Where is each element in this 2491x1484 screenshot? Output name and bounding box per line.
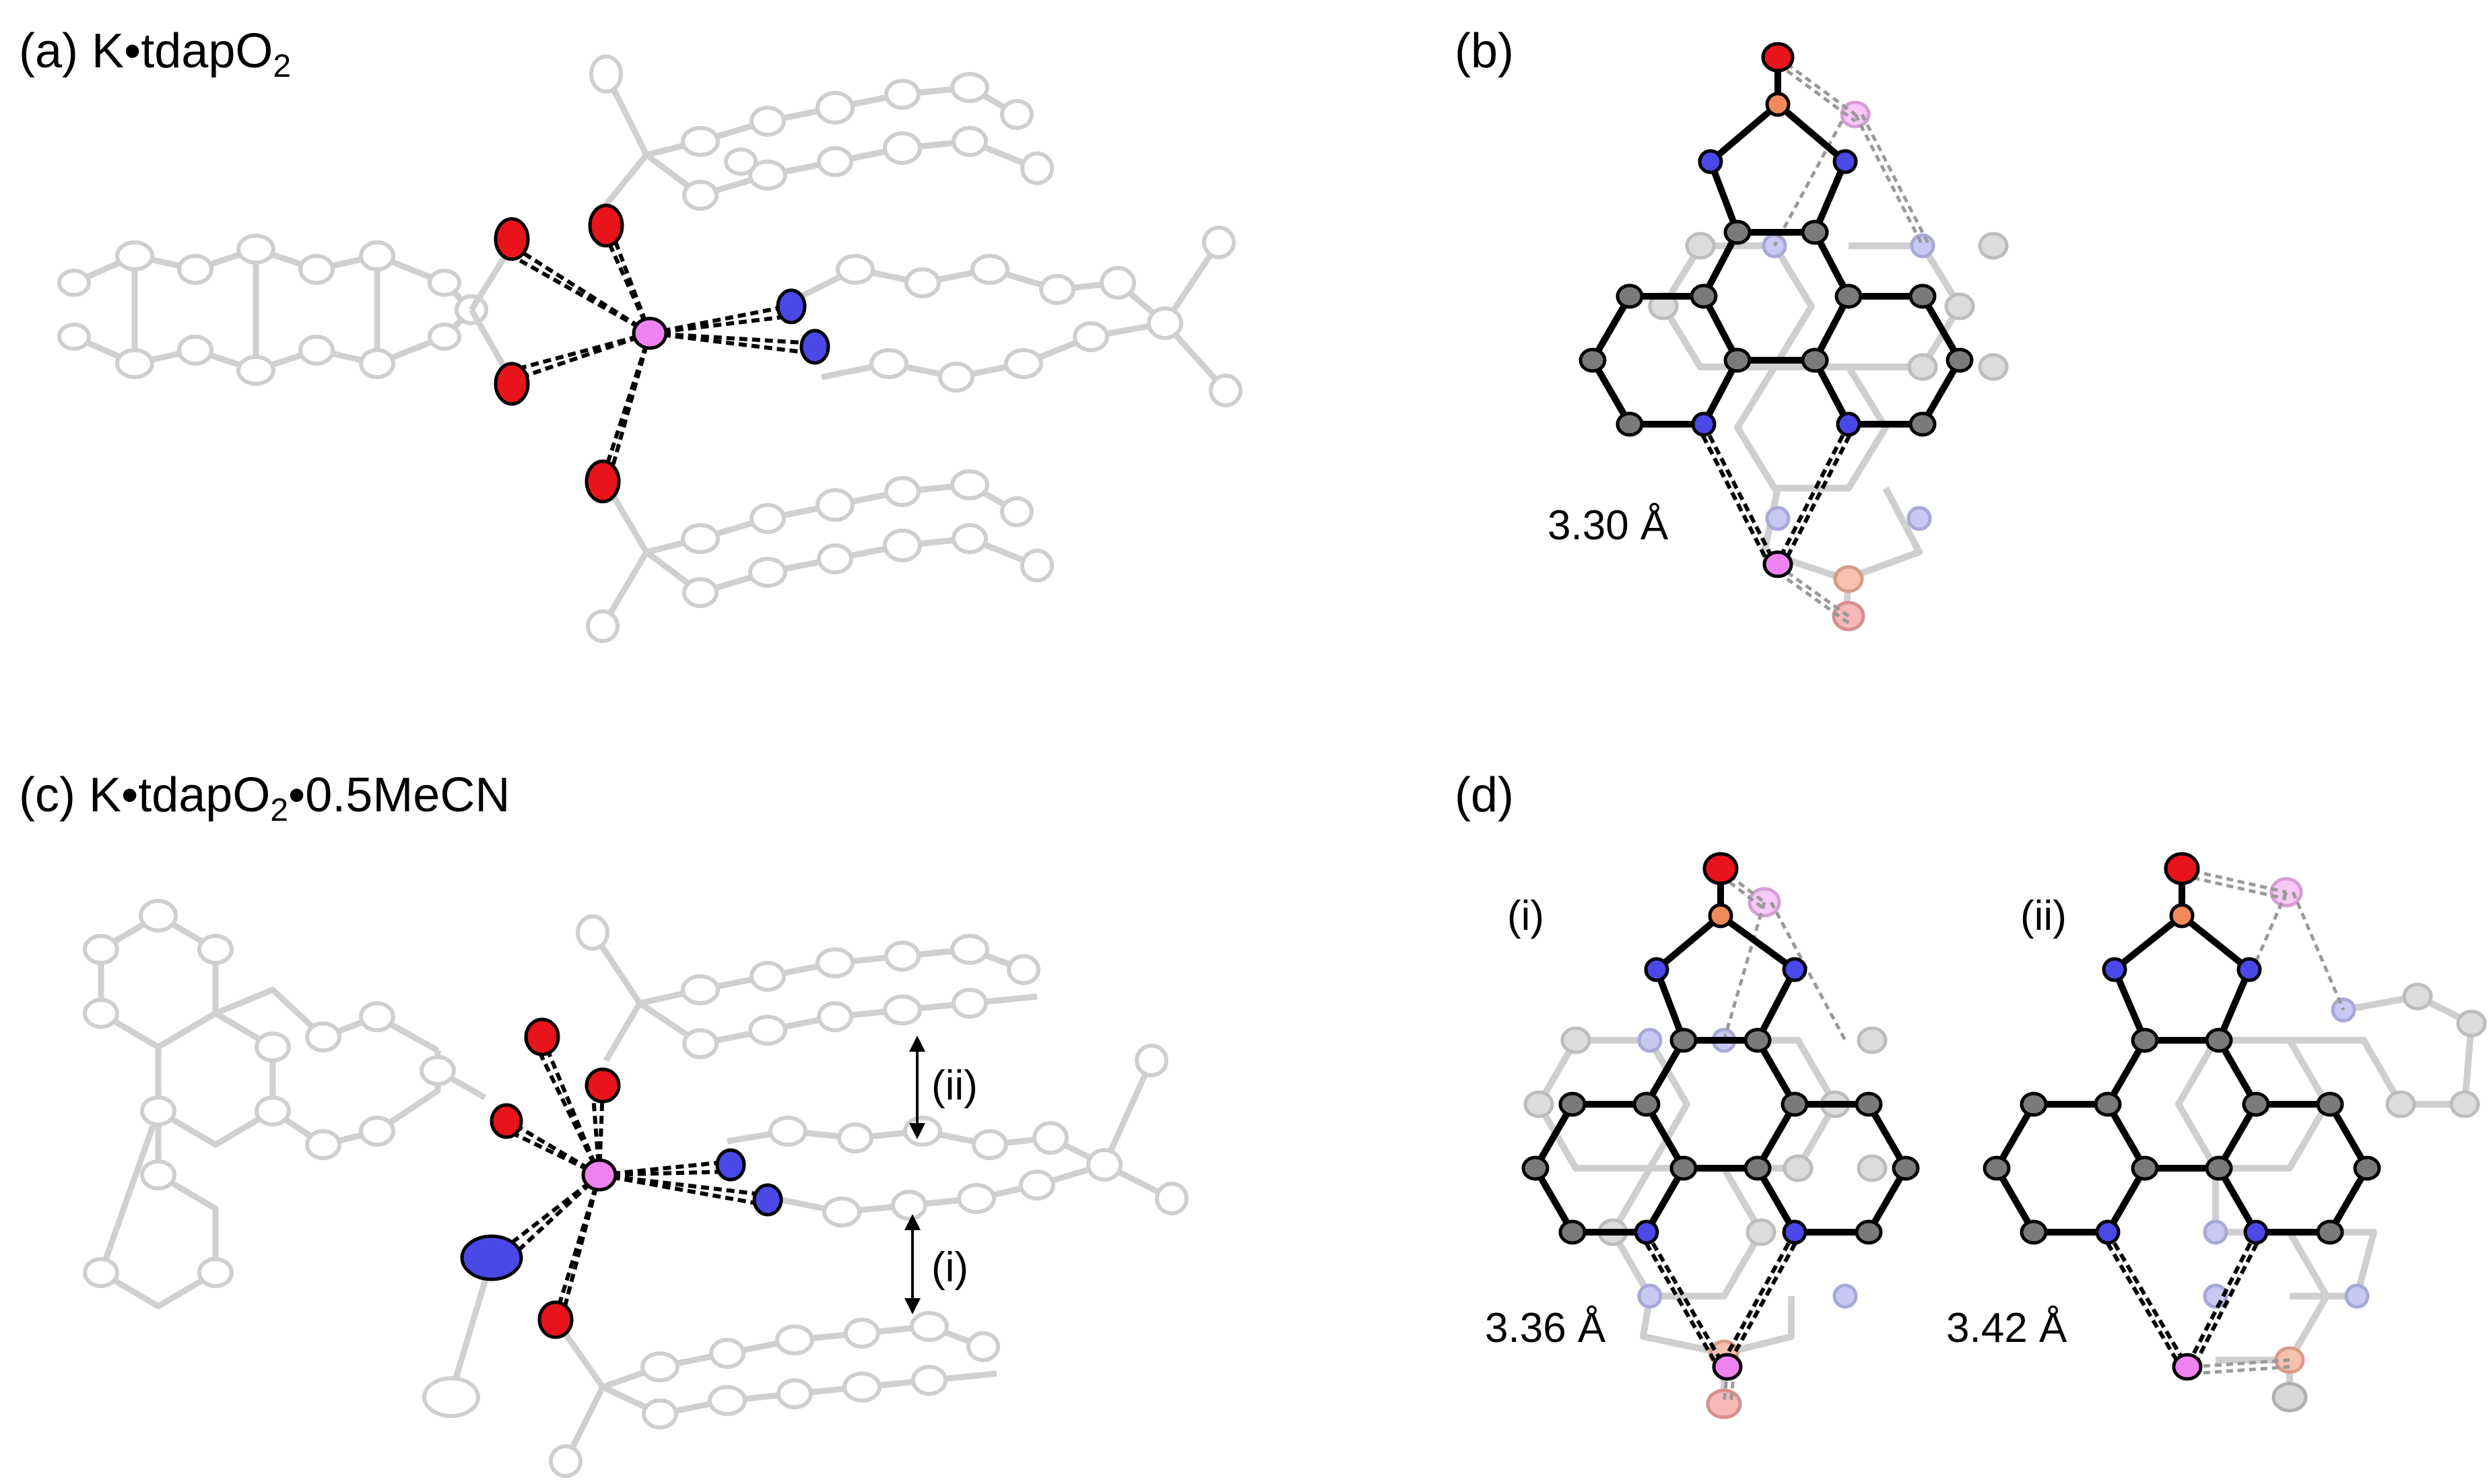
panel-d-ii-nitrogen-atom: [2236, 957, 2262, 982]
panel-d-ii-coordination-bonds: [2099, 1231, 2265, 1365]
panel-b-potassium-atom: [1762, 550, 1793, 578]
panel-d-i-back-layer: [1523, 887, 1888, 1419]
panel-b-carbon-atoms: [1579, 220, 1974, 437]
panel-d-sub-i: (i): [1507, 893, 1545, 939]
panel-d-i-contacts-faded: [1719, 867, 1847, 1405]
panel-b-atoms: [1579, 42, 1974, 578]
panel-c-arrow-label-ii: (ii): [931, 1063, 978, 1109]
panel-d-ii-nitrogen-atom: [2095, 1219, 2121, 1245]
panel-a-label-text: (a) K•tdapO: [19, 24, 273, 78]
panel-d-sub-ii: (ii): [2020, 893, 2067, 939]
panel-d-ii-nitrogen-atom: [2243, 1219, 2269, 1245]
panel-d-distance-ii: 3.42 Å: [1946, 1305, 2067, 1351]
panel-d-i-oxygen-atom: [1702, 852, 1739, 885]
panel-d-distance-i: 3.36 Å: [1485, 1305, 1606, 1351]
panel-d-i-carbon-atoms: [1521, 1027, 1920, 1245]
panel-c-label-suffix: •0.5MeCN: [288, 768, 510, 822]
panel-a-middle-ligand: [786, 226, 1242, 407]
panel-b-nitrogen-atom: [1698, 149, 1723, 174]
panel-a-left-ligand: [57, 234, 514, 386]
panel-c-oxygen-atom: [524, 1017, 560, 1056]
panel-d-i-atoms: [1521, 852, 1920, 1381]
panel-b-oxygen-atom: [1761, 42, 1795, 73]
panel-b-nitrogen-atom: [1691, 411, 1717, 437]
panel-b-label: (b): [1455, 24, 1514, 78]
panel-a-oxygen-atom: [585, 459, 621, 504]
panel-d-i-boron-atom: [1708, 903, 1733, 929]
panel-b-contacts-faded: [1772, 55, 1931, 625]
panel-a-oxygen-atom: [494, 217, 530, 261]
panel-d-ii-oxygen-atom: [2164, 852, 2200, 885]
panel-a-label: (a) K•tdapO2: [19, 27, 291, 83]
panel-d-i-structure: [1521, 852, 1920, 1419]
panel-b-coordination-bonds: [1695, 423, 1857, 564]
panel-a-top-ligand: [589, 55, 1054, 211]
panel-c-oxygen-atom: [585, 1067, 621, 1104]
panel-c-arrow-label-i: (i): [931, 1244, 969, 1291]
panel-a-label-subscript: 2: [273, 48, 292, 84]
panel-c-left-ligand: [83, 899, 487, 1310]
panel-c-oxygen-atom: [490, 1103, 523, 1139]
panel-d-label: (d): [1455, 768, 1514, 822]
panel-d-ii-nitrogen-atom: [2102, 957, 2127, 982]
panel-c-potassium-atom: [581, 1158, 618, 1192]
panel-c-nitrogen-atom: [752, 1183, 783, 1217]
panel-a-nitrogen-atom: [799, 329, 830, 365]
panel-c-label-subscript: 2: [270, 792, 289, 828]
panel-d-i-nitrogen-atom: [1644, 957, 1669, 982]
panel-a-oxygen-atom: [588, 203, 624, 248]
panel-a-oxygen-atom: [494, 362, 530, 406]
panel-c-label: (c) K•tdapO2•0.5MeCN: [19, 771, 510, 827]
panel-c-bottom-ligand: [549, 1311, 1000, 1478]
panel-c-acetonitrile: [422, 1258, 495, 1418]
panel-c-nitrogen-atom: [715, 1148, 746, 1182]
panel-d-i-nitrogen-atom: [1634, 1219, 1659, 1245]
panel-d-ii-back-layer: [2175, 877, 2487, 1413]
panel-d-ii-boron-atom: [2169, 903, 2195, 929]
panel-a-potassium-atom: [632, 316, 668, 350]
panel-b-nitrogen-atom: [1836, 411, 1861, 437]
panel-d-ii-carbon-atoms: [1983, 1027, 2381, 1245]
panel-a-atoms: [494, 203, 830, 504]
panel-c-top-ligand: [576, 914, 1040, 1063]
panel-b-structure: [1579, 42, 2009, 632]
panel-c-oxygen-atom: [537, 1300, 574, 1339]
panel-d-i-nitrogen-atom: [1782, 1219, 1807, 1245]
panel-a-coordination-bonds: [510, 224, 816, 479]
panel-b-back-layer: [1648, 100, 2009, 632]
panel-d-ii-potassium-atom: [2172, 1353, 2203, 1381]
panel-b-boron-atom: [1765, 92, 1791, 117]
panel-c-label-text: (c) K•tdapO: [19, 768, 271, 822]
panel-d-i-potassium-atom: [1712, 1353, 1743, 1381]
panel-a-bottom-ligand: [586, 469, 1054, 643]
panel-c-atoms: [460, 1017, 783, 1339]
panel-c-stacking-arrows: [904, 1036, 925, 1314]
panel-d-ii-atoms: [1983, 852, 2381, 1381]
panel-c-middle-ligand: [727, 1044, 1189, 1227]
panel-d-i-nitrogen-atom: [1782, 957, 1807, 982]
panel-a-nitrogen-atom: [776, 288, 807, 325]
panel-d-ii-contacts-faded: [2181, 867, 2346, 1376]
panel-d-ii-structure: [1983, 852, 2487, 1413]
panel-a-structure: [57, 55, 1242, 643]
panel-c-structure: [83, 899, 1189, 1478]
panel-b-nitrogen-atom: [1832, 149, 1858, 174]
panel-c-acetonitrile-nitrogen: [460, 1234, 523, 1281]
panel-b-distance: 3.30 Å: [1548, 502, 1669, 549]
panel-d-i-coordination-bonds: [1638, 1231, 1803, 1361]
